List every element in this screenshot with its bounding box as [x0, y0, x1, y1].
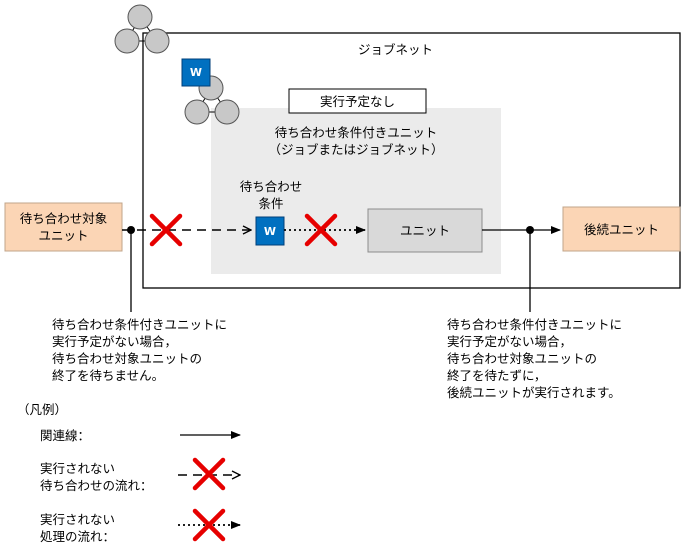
job-with-jobnet-icon [181, 58, 240, 125]
successor-unit-label: 後続ユニット [583, 221, 659, 237]
wait-condition-icon [255, 216, 285, 246]
legend-title: （凡例） [17, 402, 68, 417]
jobnet-icon [114, 4, 170, 54]
no-schedule-label: 実行予定なし [319, 93, 395, 109]
wait-condition-icon-letter: W [263, 224, 277, 238]
left-note: 待ち合わせ条件付きユニットに 実行予定がない場合， 待ち合わせ対象ユニットの 終… [52, 317, 228, 383]
wait-condition-label: 待ち合わせ 条件 [239, 179, 303, 211]
red-x-process-flow [304, 213, 338, 247]
red-x-wait-flow [149, 213, 183, 247]
inner-unit-box [367, 208, 483, 253]
unit-with-wait-title: 待ち合わせ条件付きユニット （ジョブまたはジョブネット） [268, 125, 444, 157]
inner-unit-label: ユニット [399, 223, 450, 238]
wait-target-unit-label: 待ち合わせ対象 ユニット [19, 211, 108, 243]
wait-target-unit-box [4, 202, 123, 252]
no-schedule-box [288, 88, 427, 114]
jobnet-label: ジョブネット [358, 42, 434, 57]
right-note: 待ち合わせ条件付きユニットに 実行予定がない場合， 待ち合わせ対象ユニットの 終… [447, 317, 623, 400]
legend-relation-line-label: 関連線： [40, 428, 91, 443]
legend-red-x-process [192, 508, 226, 542]
job-icon-letter: W [189, 66, 203, 79]
legend-process-flow-label: 実行されない 処理の流れ： [40, 512, 116, 544]
legend-wait-flow-label: 実行されない 待ち合わせの流れ： [40, 461, 153, 493]
successor-unit-box [562, 206, 681, 252]
legend-red-x-wait [192, 457, 226, 491]
